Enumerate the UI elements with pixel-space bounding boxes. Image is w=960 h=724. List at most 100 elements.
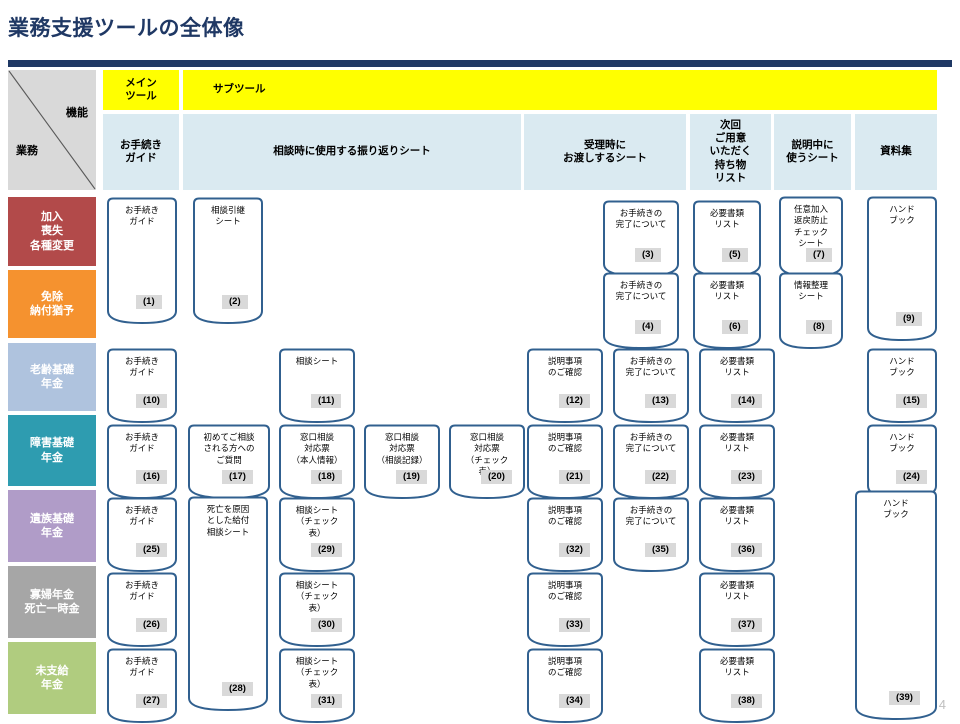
- document-card[interactable]: ハンドブック(39): [855, 490, 937, 721]
- document-shape-icon: [188, 496, 268, 712]
- row-label-unpaid: 未支給年金: [8, 642, 96, 714]
- document-shape-icon: [364, 424, 440, 500]
- document-number: (34): [559, 694, 590, 708]
- column-header-bring: 次回ご用意いただく持ち物リスト: [690, 114, 771, 190]
- document-card[interactable]: ハンドブック(9): [867, 196, 937, 342]
- document-shape-icon: [693, 200, 761, 278]
- column-header-handout: 受理時にお渡しするシート: [524, 114, 686, 190]
- row-label-join: 加入喪失各種変更: [8, 197, 96, 266]
- document-card[interactable]: お手続きの完了について(4): [603, 272, 679, 350]
- document-card[interactable]: 任意加入返戻防止チェックシート(7): [779, 196, 843, 278]
- document-card[interactable]: 相談シート（チェック表）(30): [279, 572, 355, 648]
- document-number: (35): [645, 543, 676, 557]
- document-shape-icon: [613, 348, 689, 424]
- document-number: (16): [136, 470, 167, 484]
- document-card[interactable]: 必要書類リスト(36): [699, 497, 775, 573]
- document-card[interactable]: ハンドブック(15): [867, 348, 937, 424]
- column-header-guide: お手続きガイド: [103, 114, 179, 190]
- document-card[interactable]: 説明事項のご確認(21): [527, 424, 603, 500]
- document-card[interactable]: お手続きガイド(10): [107, 348, 177, 424]
- document-number: (24): [896, 470, 927, 484]
- document-card[interactable]: 窓口相談対応票（本人情報）(18): [279, 424, 355, 500]
- band-sub-tool: サブツール: [183, 70, 937, 110]
- document-card[interactable]: 説明事項のご確認(33): [527, 572, 603, 648]
- document-shape-icon: [867, 348, 937, 424]
- document-number: (14): [731, 394, 762, 408]
- document-card[interactable]: 相談シート（チェック表）(29): [279, 497, 355, 573]
- page-title: 業務支援ツールの全体像: [8, 17, 245, 40]
- title-divider: [8, 60, 952, 67]
- row-label-disabled: 障害基礎年金: [8, 415, 96, 486]
- document-shape-icon: [107, 497, 177, 573]
- document-shape-icon: [527, 348, 603, 424]
- document-number: (28): [222, 682, 253, 696]
- document-number: (6): [722, 320, 748, 334]
- document-card[interactable]: 相談シート(11): [279, 348, 355, 424]
- document-number: (19): [396, 470, 427, 484]
- document-shape-icon: [603, 272, 679, 350]
- document-number: (15): [896, 394, 927, 408]
- document-card[interactable]: 相談シート（チェック表）(31): [279, 648, 355, 724]
- document-card[interactable]: お手続きの完了について(3): [603, 200, 679, 278]
- corner-business-label: 業務: [16, 145, 38, 157]
- document-card[interactable]: お手続きの完了について(13): [613, 348, 689, 424]
- document-card[interactable]: 情報整理シート(8): [779, 272, 843, 350]
- column-header-materials: 資料集: [855, 114, 937, 190]
- band-main-tool: メインツール: [103, 70, 179, 110]
- document-number: (4): [635, 320, 661, 334]
- document-shape-icon: [279, 648, 355, 724]
- document-card[interactable]: 相談引継シート(2): [193, 197, 263, 325]
- document-shape-icon: [699, 648, 775, 724]
- document-card[interactable]: 説明事項のご確認(12): [527, 348, 603, 424]
- document-number: (36): [731, 543, 762, 557]
- document-shape-icon: [107, 348, 177, 424]
- document-number: (20): [481, 470, 512, 484]
- document-number: (11): [311, 394, 342, 408]
- document-number: (9): [896, 312, 922, 326]
- document-number: (7): [806, 248, 832, 262]
- document-number: (18): [311, 470, 342, 484]
- document-card[interactable]: 説明事項のご確認(34): [527, 648, 603, 724]
- document-shape-icon: [107, 197, 177, 325]
- document-number: (2): [222, 295, 248, 309]
- document-card[interactable]: お手続きガイド(25): [107, 497, 177, 573]
- document-card[interactable]: お手続きガイド(16): [107, 424, 177, 500]
- document-number: (33): [559, 618, 590, 632]
- document-card[interactable]: 窓口相談対応票（相談記録）(19): [364, 424, 440, 500]
- document-card[interactable]: 説明事項のご確認(32): [527, 497, 603, 573]
- document-card[interactable]: お手続きガイド(1): [107, 197, 177, 325]
- document-card[interactable]: お手続きの完了について(35): [613, 497, 689, 573]
- document-shape-icon: [107, 572, 177, 648]
- document-number: (3): [635, 248, 661, 262]
- document-shape-icon: [699, 424, 775, 500]
- matrix-corner-cell: 機能 業務: [8, 70, 96, 190]
- document-shape-icon: [693, 272, 761, 350]
- document-card[interactable]: お手続きガイド(26): [107, 572, 177, 648]
- document-card[interactable]: 必要書類リスト(6): [693, 272, 761, 350]
- document-card[interactable]: 必要書類リスト(37): [699, 572, 775, 648]
- document-number: (31): [311, 694, 342, 708]
- document-number: (1): [136, 295, 162, 309]
- document-shape-icon: [527, 424, 603, 500]
- document-number: (12): [559, 394, 590, 408]
- document-shape-icon: [855, 490, 937, 721]
- document-card[interactable]: 必要書類リスト(38): [699, 648, 775, 724]
- document-shape-icon: [527, 572, 603, 648]
- document-shape-icon: [613, 424, 689, 500]
- document-card[interactable]: ハンドブック(24): [867, 424, 937, 500]
- document-card[interactable]: お手続きガイド(27): [107, 648, 177, 724]
- page-number: 4: [938, 697, 946, 712]
- document-card[interactable]: 死亡を原因とした給付相談シート(28): [188, 496, 268, 712]
- document-number: (17): [222, 470, 253, 484]
- document-shape-icon: [613, 497, 689, 573]
- document-shape-icon: [527, 497, 603, 573]
- document-card[interactable]: 必要書類リスト(5): [693, 200, 761, 278]
- document-card[interactable]: 必要書類リスト(14): [699, 348, 775, 424]
- document-card[interactable]: お手続きの完了について(22): [613, 424, 689, 500]
- corner-function-label: 機能: [66, 107, 88, 119]
- document-card[interactable]: 必要書類リスト(23): [699, 424, 775, 500]
- document-card[interactable]: 初めてご相談される方へのご質問(17): [188, 424, 270, 500]
- column-header-explain: 説明中に使うシート: [774, 114, 851, 190]
- document-shape-icon: [188, 424, 270, 500]
